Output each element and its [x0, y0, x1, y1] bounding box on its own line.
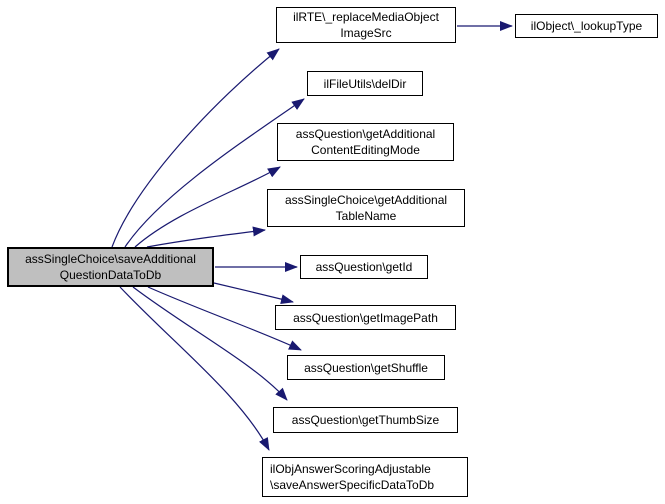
- node-label-line: \saveAnswerSpecificDataToDb: [270, 478, 435, 492]
- node-il-obj-answer-scoring-adjustable-save-answer-specific-data-to-db[interactable]: ilObjAnswerScoringAdjustable \saveAnswer…: [262, 457, 468, 497]
- node-label-line: TableName: [335, 209, 397, 223]
- edge-main-to-editmode: [134, 166, 281, 248]
- node-ass-question-get-id[interactable]: assQuestion\getId: [300, 255, 428, 279]
- node-label-line: ContentEditingMode: [311, 143, 420, 157]
- node-label-line: assQuestion\getId: [315, 260, 413, 274]
- edge-main-to-thumbsize: [132, 286, 288, 401]
- node-ass-question-get-thumb-size[interactable]: assQuestion\getThumbSize: [273, 407, 458, 433]
- node-ass-single-choice-save-additional-question-data-to-db[interactable]: assSingleChoice\saveAdditional QuestionD…: [7, 247, 214, 287]
- edge-main-to-deldir: [124, 98, 305, 248]
- node-ilrte-replace-media-object-image-src[interactable]: ilRTE\_replaceMediaObject ImageSrc: [276, 7, 456, 43]
- node-label-line: QuestionDataToDb: [59, 268, 162, 282]
- node-il-file-utils-del-dir[interactable]: ilFileUtils\delDir: [307, 71, 423, 96]
- node-label-line: assQuestion\getImagePath: [293, 310, 438, 325]
- node-ass-question-get-image-path[interactable]: assQuestion\getImagePath: [275, 305, 456, 330]
- node-label-line: assSingleChoice\saveAdditional: [25, 252, 196, 266]
- node-label-line: assQuestion\getShuffle: [304, 360, 428, 375]
- node-label-line: assSingleChoice\getAdditional: [284, 193, 448, 207]
- edge-main-to-shuffle: [147, 286, 302, 351]
- node-ass-question-get-additional-content-editing-mode[interactable]: assQuestion\getAdditional ContentEditing…: [277, 123, 454, 161]
- node-label-line: assQuestion\getAdditional: [295, 127, 436, 141]
- edge-main-to-ilrte: [111, 48, 280, 248]
- node-ass-single-choice-get-additional-table-name[interactable]: assSingleChoice\getAdditional TableName: [267, 189, 465, 227]
- edge-main-to-scoring: [119, 286, 270, 451]
- node-ass-question-get-shuffle[interactable]: assQuestion\getShuffle: [287, 355, 445, 380]
- node-il-object-lookup-type[interactable]: ilObject\_lookupType: [515, 14, 658, 38]
- node-label-line: ilRTE\_replaceMediaObject: [293, 10, 439, 24]
- edge-main-to-imagepath: [213, 282, 294, 305]
- node-label-line: ImageSrc: [340, 26, 392, 40]
- node-label-line: ilFileUtils\delDir: [323, 76, 407, 91]
- node-label-line: ilObjAnswerScoringAdjustable: [270, 462, 431, 476]
- edge-main-to-tablename: [146, 226, 266, 248]
- node-label-line: ilObject\_lookupType: [530, 19, 643, 33]
- node-label-line: assQuestion\getThumbSize: [291, 413, 440, 427]
